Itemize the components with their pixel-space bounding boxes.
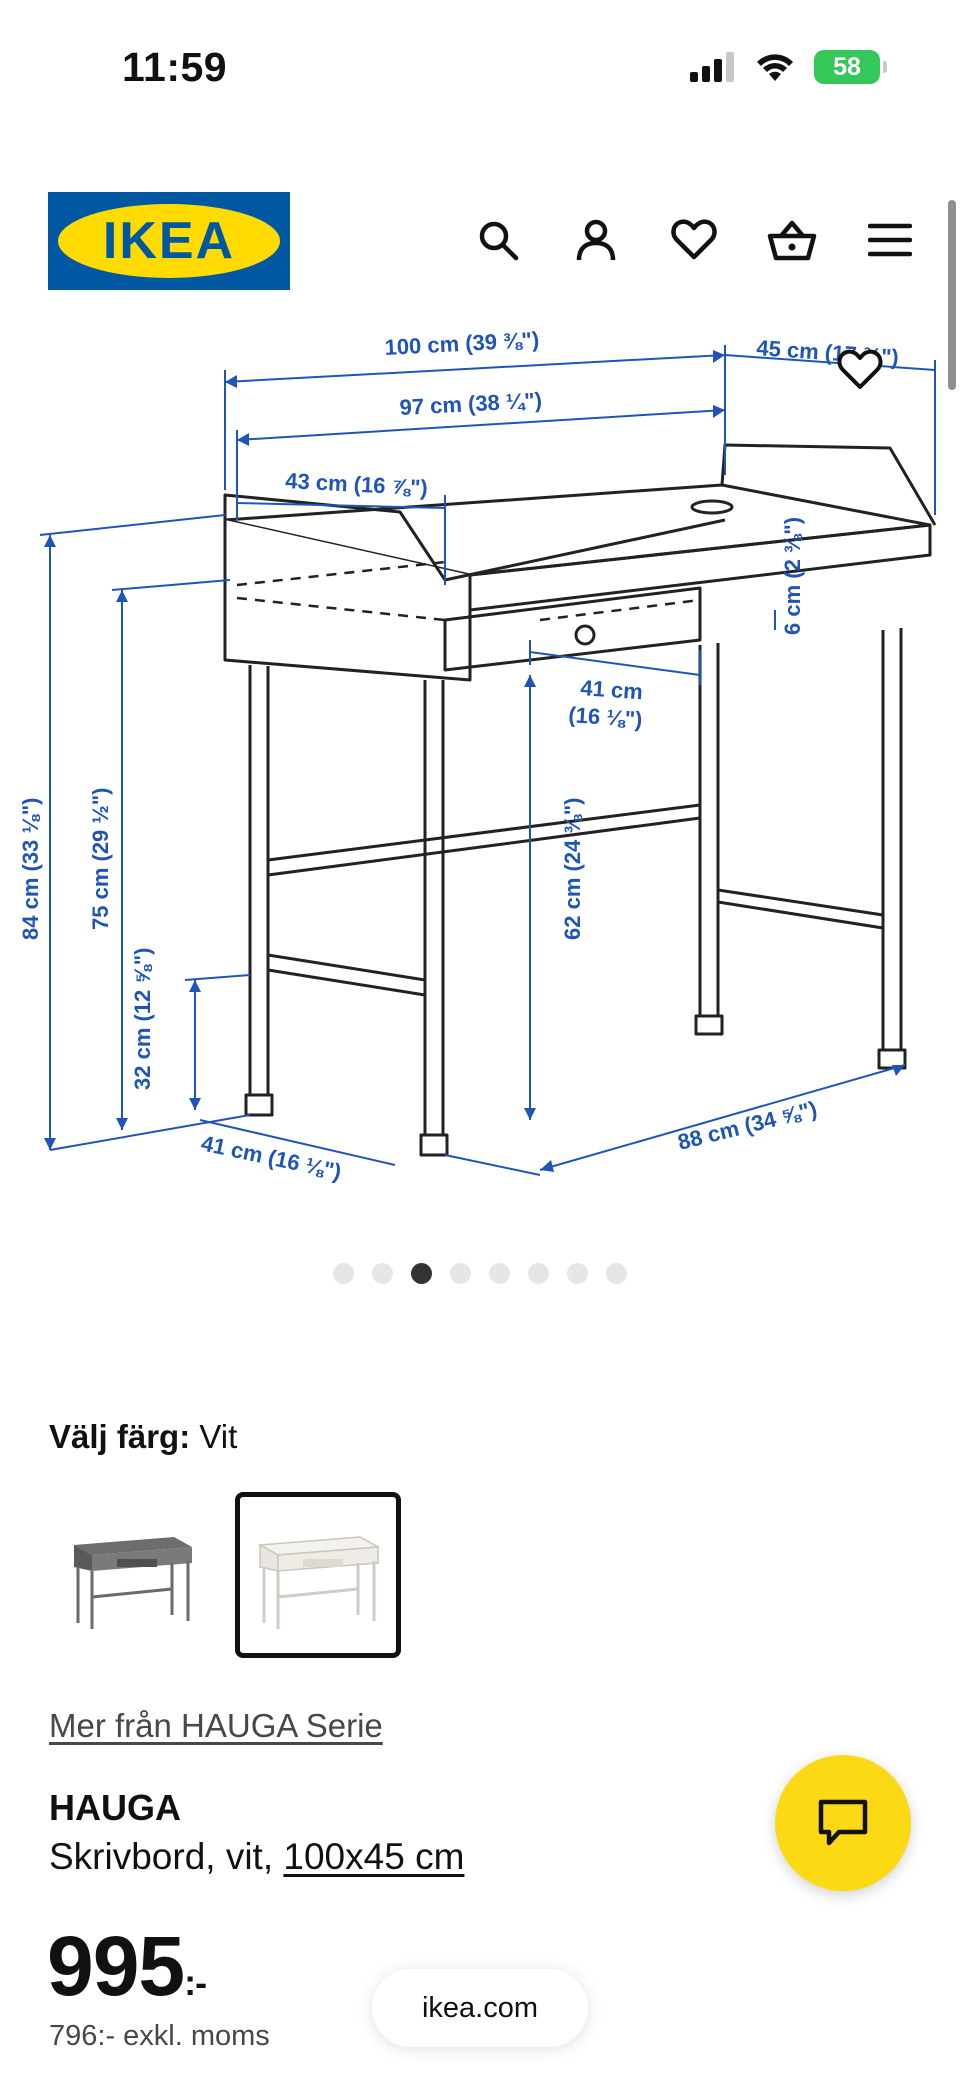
dim-drawer-width-in: (16 ⅛") [568, 702, 644, 732]
price-excl-vat: 796:- exkl. moms [49, 2020, 270, 2052]
svg-text:84 cm (33 ⅛"): 84 cm (33 ⅛") [18, 797, 43, 940]
dim-total-width: 100 cm (39 ⅜") [384, 330, 540, 360]
hamburger-menu-icon [868, 223, 912, 257]
dim-total-height: 84 cm (33 ⅛") [18, 797, 43, 940]
svg-text:62 cm (24 ⅜"): 62 cm (24 ⅜") [560, 797, 585, 940]
color-selector-label: Välj färg: Vit [49, 1418, 237, 1456]
svg-text:88 cm (34 ⅝"): 88 cm (34 ⅝") [675, 1096, 819, 1155]
desk-thumbnail-grey [74, 1537, 192, 1629]
dim-desk-height: 75 cm (29 ½") [88, 787, 113, 930]
carousel-dot[interactable] [450, 1263, 471, 1284]
favourites-button[interactable] [664, 210, 724, 270]
account-button[interactable] [566, 210, 626, 270]
dim-drawer-width-cm: 41 cm [580, 675, 644, 704]
svg-text:6 cm (2 ⅜"): 6 cm (2 ⅜") [780, 517, 805, 635]
dim-low-bar-height: 32 cm (12 ⅝") [130, 947, 155, 1090]
desk-dimension-drawing: 100 cm (39 ⅜") 45 cm (17 ¾") 97 cm (38 ¼… [18, 327, 937, 1185]
svg-text:43 cm (16 ⅞"): 43 cm (16 ⅞") [285, 468, 429, 500]
dim-shelf-gap: 6 cm (2 ⅜") [780, 517, 805, 635]
chat-button[interactable] [775, 1755, 911, 1891]
shopping-basket-icon [767, 220, 817, 261]
carousel-dot[interactable] [606, 1263, 627, 1284]
chat-bubble-icon [818, 1799, 868, 1846]
product-dimension-image[interactable]: 100 cm (39 ⅜") 45 cm (17 ¾") 97 cm (38 ¼… [0, 327, 960, 1210]
search-button[interactable] [468, 210, 528, 270]
browser-url-text: ikea.com [421, 1991, 539, 2024]
product-type-color: Skrivbord, vit, [49, 1836, 284, 1877]
carousel-dot[interactable] [411, 1263, 432, 1284]
heart-icon [837, 349, 883, 389]
dim-legroom-height: 62 cm (24 ⅜") [560, 797, 585, 940]
svg-text:97 cm (38 ¼"): 97 cm (38 ¼") [399, 388, 543, 420]
status-bar: 11:59 58 [0, 0, 960, 140]
svg-text:(16 ⅛"): (16 ⅛") [568, 702, 644, 732]
price-suffix: :- [184, 1962, 207, 2003]
carousel-dot[interactable] [567, 1263, 588, 1284]
status-icons: 58 [690, 50, 887, 84]
page-scrollbar[interactable] [948, 200, 956, 390]
product-name: HAUGA [49, 1787, 181, 1828]
product-price: 995:- [47, 1918, 207, 2015]
carousel-dot[interactable] [489, 1263, 510, 1284]
dim-base-depth: 41 cm (16 ⅛") [199, 1130, 344, 1184]
browser-url-bar[interactable]: ikea.com [372, 1969, 588, 2047]
series-link[interactable]: Mer från HAUGA Serie [49, 1707, 383, 1744]
cellular-signal-icon [690, 52, 734, 82]
product-description: Skrivbord, vit, 100x45 cm [49, 1836, 464, 1878]
carousel-dot[interactable] [333, 1263, 354, 1284]
battery-level: 58 [833, 52, 861, 81]
user-icon [576, 219, 616, 261]
svg-text:32 cm (12 ⅝"): 32 cm (12 ⅝") [130, 947, 155, 1090]
dim-shelf-width: 43 cm (16 ⅞") [285, 468, 429, 500]
price-amount: 995 [47, 1919, 185, 2013]
desk-thumbnail-white [257, 1536, 381, 1629]
color-label-heading: Välj färg: [49, 1418, 191, 1455]
status-time: 11:59 [122, 44, 228, 90]
dim-base-width: 88 cm (34 ⅝") [675, 1096, 819, 1155]
svg-text:41 cm (16 ⅛"): 41 cm (16 ⅛") [199, 1130, 344, 1184]
cart-button[interactable] [762, 210, 822, 270]
svg-text:100 cm (39 ⅜"): 100 cm (39 ⅜") [384, 330, 540, 360]
ikea-logo[interactable]: IKEA [48, 192, 290, 290]
carousel-dots [333, 1263, 627, 1284]
add-to-favourites-button[interactable] [830, 340, 890, 400]
dim-inner-width: 97 cm (38 ¼") [399, 388, 543, 420]
color-swatches [49, 1492, 401, 1658]
search-icon [479, 221, 519, 261]
svg-text:75 cm (29 ½"): 75 cm (29 ½") [88, 787, 113, 930]
carousel-dot[interactable] [528, 1263, 549, 1284]
color-swatch-white[interactable] [235, 1492, 401, 1658]
logo-oval: IKEA [58, 204, 280, 278]
logo-text: IKEA [102, 212, 236, 270]
battery-indicator: 58 [814, 50, 887, 84]
heart-icon [671, 219, 717, 260]
svg-text:41 cm: 41 cm [580, 675, 644, 704]
carousel-dot[interactable] [372, 1263, 393, 1284]
header-nav [468, 210, 920, 270]
product-size-link[interactable]: 100x45 cm [283, 1836, 465, 1877]
color-swatch-grey[interactable] [49, 1492, 215, 1658]
wifi-icon [757, 54, 793, 81]
site-header: IKEA [0, 190, 960, 294]
menu-button[interactable] [860, 210, 920, 270]
selected-color-value: Vit [199, 1418, 238, 1455]
